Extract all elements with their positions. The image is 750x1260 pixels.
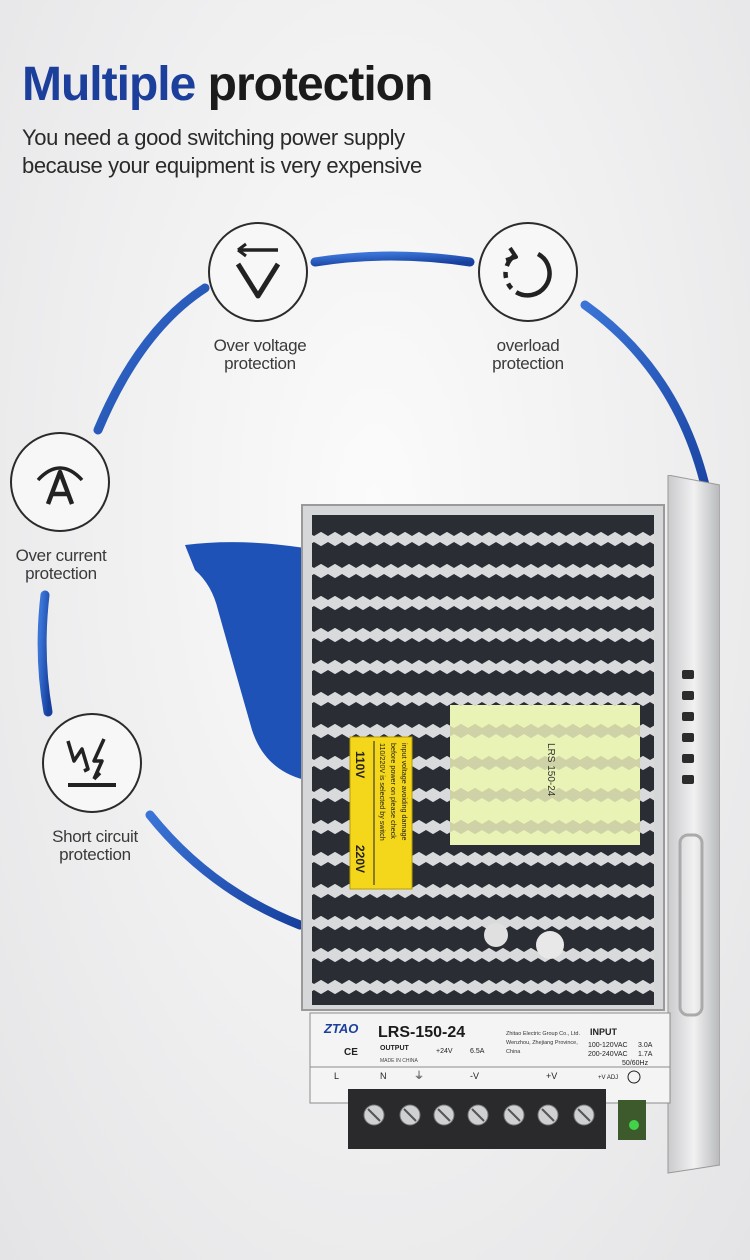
terminal-label-plus-v: +V [546, 1071, 557, 1081]
output-voltage: +24V [436, 1048, 453, 1055]
input-frequency: 50/60Hz [622, 1060, 649, 1067]
model-number: LRS-150-24 [378, 1024, 465, 1041]
short-circuit-label: Short circuit protection [52, 827, 138, 864]
over-voltage-label: Over voltage protection [213, 336, 307, 373]
short-circuit-badge [42, 713, 142, 813]
warning-line-1: 110/220V is selected by switch [378, 743, 387, 841]
over-voltage-badge [208, 222, 308, 322]
page-title: Multiple protection [22, 56, 434, 114]
subtitle-line-2: because your equipment is very expensive [22, 153, 422, 178]
warning-line-2: before power on please check [389, 743, 398, 839]
output-current: 6.5A [470, 1048, 485, 1055]
input-line-2-voltage: 200-240VAC [588, 1051, 628, 1058]
terminal-label-n: N [380, 1071, 387, 1081]
ring-arc-top-left [93, 283, 210, 435]
adj-label: +V ADJ [598, 1075, 618, 1081]
input-line-2-current: 1.7A [638, 1051, 653, 1058]
power-supply-image: 110V 220V 110/220V is selected by switch… [301, 475, 720, 1174]
switch-110-text: 110V [353, 751, 367, 778]
title-highlight: Multiple [22, 58, 196, 111]
over-current-label: Over current protection [15, 546, 107, 583]
ring-arc-bottom-left [145, 810, 305, 930]
terminal-label-l: L [334, 1071, 339, 1081]
ring-arc-left [37, 590, 53, 717]
title-rest: protection [207, 58, 434, 111]
made-in-text: MADE IN CHINA [380, 1058, 418, 1064]
voltage-warning-sticker: 110V 220V 110/220V is selected by switch… [349, 736, 413, 890]
input-line-1-current: 3.0A [638, 1042, 653, 1049]
over-voltage-icon [235, 242, 281, 299]
subtitle-line-1: You need a good switching power supply [22, 125, 405, 150]
input-line-1-voltage: 100-120VAC [588, 1042, 628, 1049]
overload-badge [478, 222, 578, 322]
brand-logo: ZTAO [323, 1021, 358, 1036]
output-label: OUTPUT [380, 1045, 410, 1052]
overload-label: overload protection [492, 336, 564, 373]
subtitle: You need a good switching power supply b… [22, 124, 542, 180]
ce-mark: CE [344, 1047, 358, 1058]
switch-220-text: 220V [353, 845, 367, 873]
ring-arc-top [310, 251, 475, 267]
overload-icon [503, 246, 552, 298]
input-label: INPUT [590, 1027, 618, 1037]
warning-line-3: input voltage avoiding damage [400, 743, 409, 841]
short-circuit-icon [66, 738, 116, 787]
over-current-icon [36, 466, 84, 505]
blue-accent-shape [185, 542, 305, 780]
company-line-2: Wenzhou, Zhejiang Province, [506, 1040, 578, 1046]
terminal-label-ground: ⏚ [414, 1070, 424, 1082]
company-line-1: Zhitao Electric Group Co., Ltd. [506, 1031, 580, 1037]
company-line-3: China [506, 1049, 521, 1055]
over-current-badge [10, 432, 110, 532]
board-marking: LRS 150-24 [545, 743, 556, 797]
terminal-label-minus-v: -V [470, 1071, 479, 1081]
